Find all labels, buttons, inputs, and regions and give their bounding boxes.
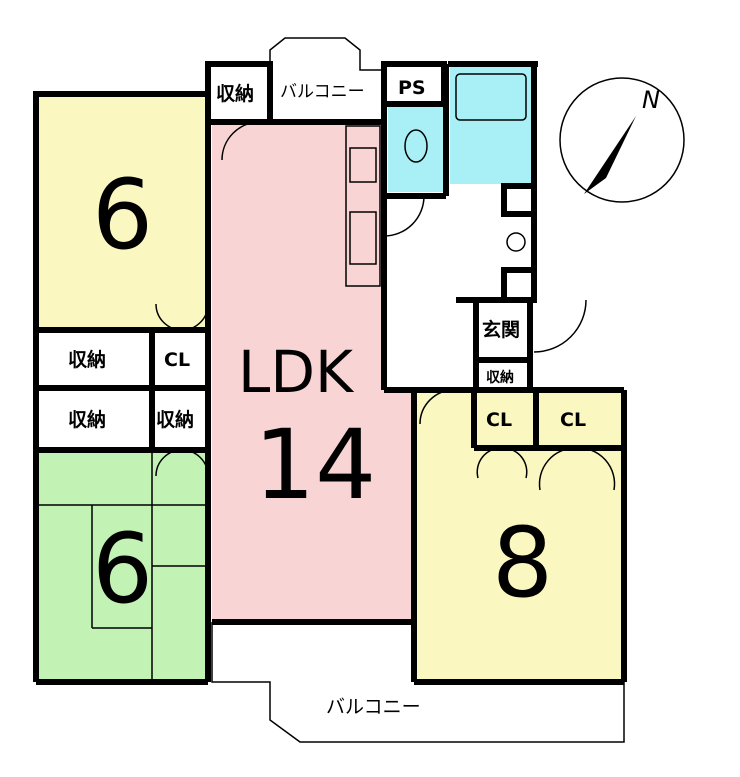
north-arrow-icon <box>584 116 636 194</box>
cl-right-b-label: CL <box>560 409 586 431</box>
storage-entrance-label: 収納 <box>486 369 514 386</box>
washbasin <box>506 232 526 252</box>
ldk-size: 14 <box>254 409 376 521</box>
storage-top-label: 収納 <box>216 82 254 105</box>
ldk-name: LDK <box>238 338 355 406</box>
compass: N <box>559 77 685 203</box>
entrance-label: 玄関 <box>482 318 520 341</box>
door-swings <box>155 121 616 491</box>
balcony-top-label: バルコニー <box>280 82 365 102</box>
balcony-top-outline <box>269 37 385 122</box>
cl-right-a-label: CL <box>486 409 512 431</box>
tatami-lines <box>36 450 208 682</box>
toilet <box>404 129 428 163</box>
cl-left-label: CL <box>164 349 190 371</box>
balcony-bottom-outline <box>211 622 625 743</box>
bedroom-size: 8 <box>492 507 553 619</box>
bedroom-fill <box>416 390 624 682</box>
stove <box>349 147 377 183</box>
compass-north-label: N <box>642 86 660 114</box>
ldk-fill <box>212 122 412 622</box>
storage-left-b-label: 収納 <box>68 408 106 431</box>
japanese-room-size: 6 <box>92 513 153 625</box>
sink <box>349 211 377 265</box>
storage-left-c-label: 収納 <box>156 408 194 431</box>
storage-left-a-label: 収納 <box>68 348 106 371</box>
bathroom-fill <box>450 66 534 184</box>
toilet-fill <box>388 104 446 192</box>
bathtub <box>455 73 527 121</box>
western-room-fill <box>36 94 208 330</box>
kitchen-counter <box>345 125 381 287</box>
ps-label: PS <box>398 77 426 99</box>
western-room-size: 6 <box>92 159 153 271</box>
balcony-bottom-label: バルコニー <box>326 696 421 718</box>
